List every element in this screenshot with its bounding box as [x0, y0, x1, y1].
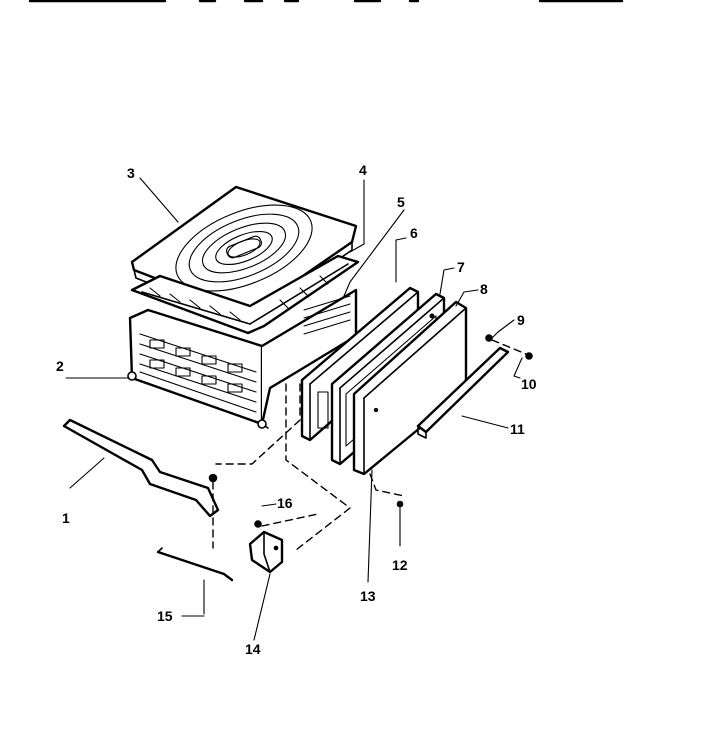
drawer-box [127, 288, 358, 429]
label-part-11: 11 [510, 421, 525, 437]
label-part-1: 1 [62, 510, 70, 526]
label-part-13: 13 [360, 588, 376, 604]
label-part-2: 2 [56, 358, 64, 374]
label-part-15: 15 [157, 608, 173, 624]
label-part-8: 8 [480, 281, 488, 297]
label-part-4: 4 [359, 162, 367, 178]
part-labels: 1 2 3 4 5 6 7 8 9 10 11 12 13 14 15 16 [56, 162, 537, 657]
label-part-7: 7 [457, 259, 465, 275]
leader-lines [65, 177, 523, 641]
element-frame [130, 254, 360, 335]
label-part-5: 5 [397, 194, 405, 210]
label-part-6: 6 [410, 225, 418, 241]
label-part-10: 10 [521, 376, 537, 392]
slide-rail [62, 418, 220, 549]
mounting-screw [254, 520, 262, 528]
label-part-12: 12 [392, 557, 408, 573]
label-part-3: 3 [127, 165, 135, 181]
hinge-bracket [248, 530, 284, 574]
rod-spring [156, 547, 234, 582]
label-part-9: 9 [517, 312, 525, 328]
label-part-16: 16 [277, 495, 293, 511]
door-handle [416, 346, 510, 439]
label-part-14: 14 [245, 641, 261, 657]
